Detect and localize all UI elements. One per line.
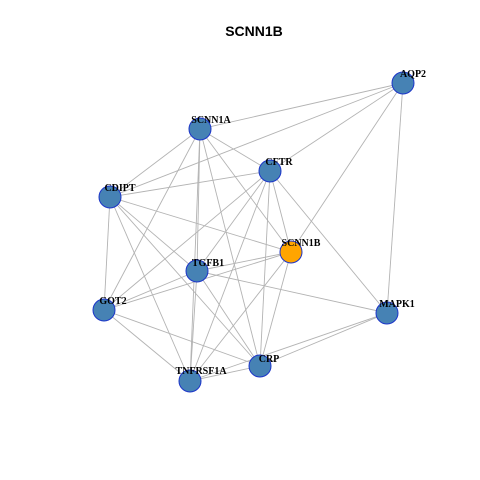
edge-aqp2-scnn1b	[290, 82, 404, 253]
nodes-layer	[92, 71, 415, 393]
edge-scnn1b-tnfrsf1a	[189, 251, 292, 382]
graph-title: SCNN1B	[225, 23, 283, 39]
edge-cftr-cdipt	[109, 170, 271, 198]
node-label-cftr: CFTR	[265, 157, 293, 168]
node-cdipt	[98, 185, 122, 209]
edge-cftr-crp	[259, 170, 271, 367]
node-label-mapk1: MAPK1	[379, 299, 415, 310]
edge-tgfb1-mapk1	[196, 270, 388, 314]
node-label-tgfb1: TGFB1	[192, 258, 224, 269]
node-aqp2	[391, 71, 415, 95]
edges-layer	[103, 82, 404, 382]
edge-scnn1a-got2	[103, 128, 201, 311]
edge-scnn1a-cftr	[199, 128, 271, 172]
node-label-scnn1b: SCNN1B	[282, 238, 321, 249]
node-label-got2: GOT2	[99, 296, 126, 307]
edge-cdipt-crp	[109, 196, 261, 367]
edge-tgfb1-crp	[196, 270, 261, 367]
node-got2	[92, 298, 116, 322]
edge-cdipt-tgfb1	[109, 196, 198, 272]
edge-cftr-tgfb1	[196, 170, 271, 272]
edge-crp-tnfrsf1a	[189, 365, 261, 382]
edge-aqp2-scnn1a	[199, 82, 404, 130]
node-tnfrsf1a	[178, 369, 202, 393]
edge-cftr-scnn1b	[269, 170, 292, 253]
edge-mapk1-crp	[259, 312, 388, 367]
node-scnn1b	[279, 240, 303, 264]
edge-got2-tnfrsf1a	[103, 309, 191, 382]
node-scnn1a	[188, 117, 212, 141]
node-label-cdipt: CDIPT	[104, 183, 135, 194]
edge-scnn1b-tgfb1	[196, 251, 292, 272]
edge-cftr-mapk1	[269, 170, 388, 314]
node-tgfb1	[185, 259, 209, 283]
edge-aqp2-cdipt	[109, 82, 404, 198]
node-mapk1	[375, 301, 399, 325]
edge-cdipt-scnn1b	[109, 196, 292, 253]
edge-aqp2-mapk1	[386, 82, 404, 314]
edge-got2-crp	[103, 309, 261, 367]
edge-scnn1b-crp	[259, 251, 292, 367]
node-label-aqp2: AQP2	[400, 69, 426, 80]
node-label-crp: CRP	[259, 354, 280, 365]
edge-cdipt-got2	[103, 196, 111, 311]
node-label-tnfrsf1a: TNFRSF1A	[175, 366, 227, 377]
edge-scnn1a-tnfrsf1a	[189, 128, 201, 382]
edge-cdipt-tnfrsf1a	[109, 196, 191, 382]
edge-tgfb1-got2	[103, 270, 198, 311]
edge-scnn1a-cdipt	[109, 128, 201, 198]
edge-mapk1-tnfrsf1a	[189, 312, 388, 382]
node-label-scnn1a: SCNN1A	[191, 115, 231, 126]
node-crp	[248, 354, 272, 378]
edge-tgfb1-tnfrsf1a	[189, 270, 198, 382]
node-cftr	[258, 159, 282, 183]
edge-scnn1a-crp	[199, 128, 261, 367]
edge-scnn1a-scnn1b	[199, 128, 292, 253]
edge-cftr-got2	[103, 170, 271, 311]
edge-aqp2-cftr	[269, 82, 404, 172]
